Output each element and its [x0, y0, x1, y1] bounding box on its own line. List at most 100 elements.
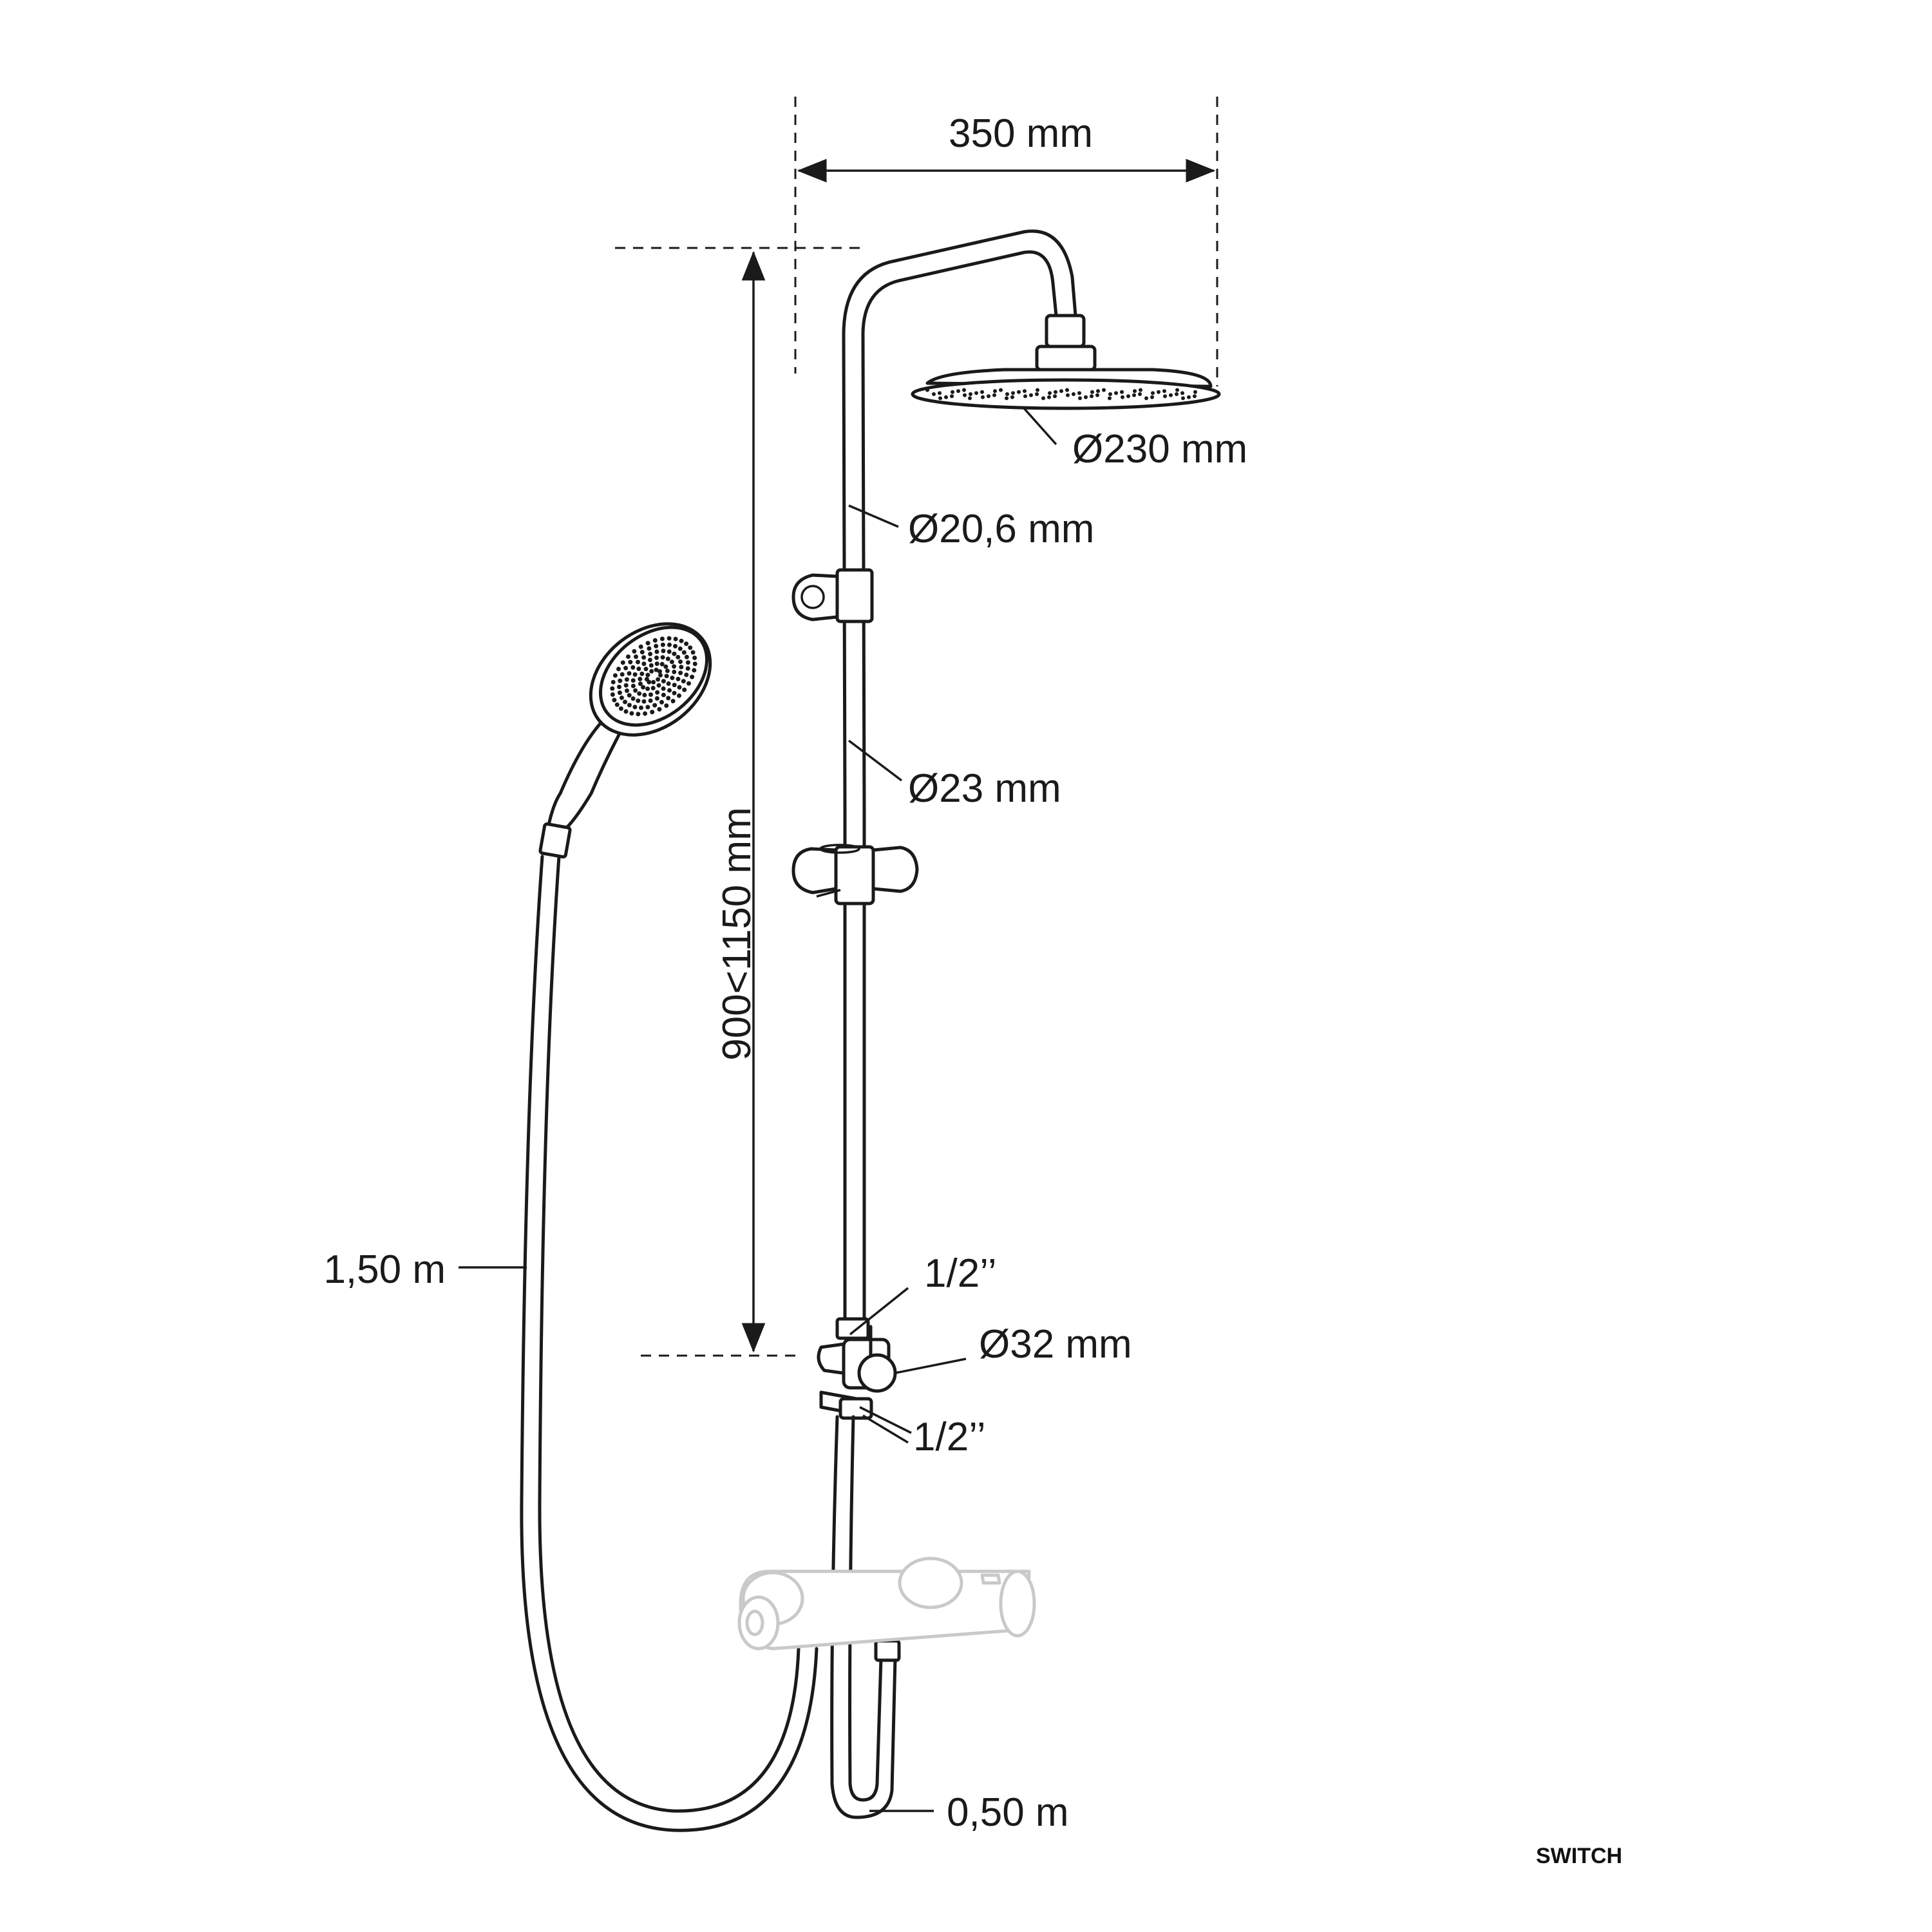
nozzle-dot	[1010, 395, 1014, 399]
dimension-height-range: 900<1150 mm	[615, 247, 863, 1357]
nozzle-dot	[1053, 394, 1057, 399]
nozzle-dot	[620, 672, 625, 677]
nozzle-dot	[938, 396, 942, 401]
nozzle-dot	[636, 667, 641, 671]
hand-shower	[538, 622, 712, 858]
nozzle-dot	[684, 654, 689, 659]
hose-short-outline-inner	[848, 1415, 883, 1802]
nozzle-dot	[672, 651, 677, 656]
nozzle-dot	[692, 661, 697, 667]
nozzle-dot	[666, 696, 671, 701]
dimension-head-spread: 350 mm	[794, 97, 1218, 386]
nozzle-dot	[1005, 392, 1009, 396]
nozzle-dot	[672, 690, 677, 696]
nozzle-dot	[651, 679, 656, 685]
head-swivel-nut	[1045, 314, 1086, 348]
nozzle-dot	[654, 643, 659, 649]
nozzle-dot	[665, 668, 670, 674]
nozzle-dot	[678, 670, 683, 676]
nozzle-dot	[1150, 395, 1154, 399]
nozzle-dot	[649, 692, 653, 697]
label-top-thread: 1/2’’	[924, 1251, 997, 1296]
sliding-handset-holder	[791, 844, 919, 905]
label-upper-pipe-diameter: Ø20,6 mm	[908, 507, 1094, 551]
nozzle-dot	[681, 679, 686, 684]
nozzle-dot	[974, 391, 978, 395]
nozzle-dot	[642, 692, 647, 697]
nozzle-dot	[663, 664, 668, 669]
nozzle-dot	[992, 393, 996, 397]
nozzle-dot	[1066, 393, 1070, 397]
nozzle-dot	[652, 638, 658, 643]
nozzle-dot	[968, 396, 972, 401]
nozzle-dot	[956, 389, 960, 393]
label-hose-length: 1,50 m	[323, 1247, 446, 1292]
wall-bracket	[791, 568, 874, 623]
nozzle-dot	[688, 645, 693, 650]
nozzle-dot	[670, 699, 676, 704]
nozzle-dot	[1139, 388, 1142, 392]
nozzle-dot	[692, 668, 697, 673]
slider-top-ring	[819, 844, 860, 854]
dimension-label: 900<1150 mm	[715, 807, 759, 1061]
nozzle-dot	[1023, 389, 1027, 393]
nozzle-dot	[643, 667, 649, 672]
nozzle-dot	[987, 394, 990, 399]
nozzle-dot	[616, 667, 621, 672]
nozzle-dot	[623, 683, 629, 688]
head-shower: Ø230 mm	[911, 314, 1247, 471]
nozzle-dot	[679, 665, 684, 670]
nozzle-dot	[645, 705, 650, 710]
nozzle-dot	[610, 686, 615, 691]
nozzle-dot	[649, 663, 654, 668]
nozzle-dot	[665, 656, 670, 661]
nozzle-dot	[690, 650, 696, 655]
nozzle-dot	[963, 393, 967, 397]
slider-lever	[816, 889, 841, 898]
nozzle-dot	[932, 392, 936, 396]
nozzle-dot	[632, 672, 638, 677]
nozzle-dot	[630, 678, 636, 683]
nozzle-dot	[633, 688, 638, 693]
nozzle-dot	[1120, 390, 1124, 394]
nozzle-dot	[660, 642, 665, 647]
nozzle-dot	[1017, 390, 1021, 394]
nozzle-dot	[1090, 390, 1094, 394]
hose-long-outline-inner	[538, 855, 800, 1813]
nozzle-dot	[639, 705, 643, 710]
thermostatic-mixer-ghost	[737, 1557, 1036, 1651]
nozzle-dot	[670, 676, 675, 681]
nozzle-dot	[634, 654, 638, 659]
nozzle-dot	[664, 703, 669, 708]
nozzle-dot	[690, 674, 695, 679]
nozzle-dot	[636, 698, 641, 703]
nozzle-dot	[610, 692, 615, 697]
nozzle-dot	[636, 659, 640, 665]
leader-lower-pipe	[848, 739, 903, 782]
nozzle-dot	[1036, 388, 1039, 392]
diverter-assembly: Ø32 mm 1/2’’ 1/2’’	[817, 1251, 1132, 1459]
nozzle-dot	[1138, 392, 1142, 396]
nozzle-dot	[630, 665, 636, 670]
nozzle-dot	[673, 636, 678, 641]
nozzle-dot	[1065, 388, 1069, 392]
nozzle-dot	[969, 392, 972, 396]
label-connection-hose-length: 0,50 m	[947, 1790, 1069, 1835]
nozzle-dot	[687, 681, 691, 686]
nozzle-dot	[685, 666, 690, 671]
nozzle-dot	[626, 654, 630, 659]
nozzle-dot	[641, 661, 647, 667]
nozzle-dot	[619, 696, 624, 700]
nozzle-dot	[660, 655, 665, 660]
head-connector	[1035, 345, 1097, 372]
nozzle-dot	[648, 698, 653, 703]
nozzle-dot	[1193, 394, 1197, 399]
nozzle-dot	[1035, 392, 1039, 396]
nozzle-dot	[656, 677, 661, 682]
nozzle-dot	[981, 395, 985, 399]
hose-short-connector	[874, 1639, 901, 1662]
nozzle-dot	[1132, 393, 1136, 397]
nozzle-dot	[624, 677, 629, 682]
nozzle-dot	[617, 685, 621, 690]
